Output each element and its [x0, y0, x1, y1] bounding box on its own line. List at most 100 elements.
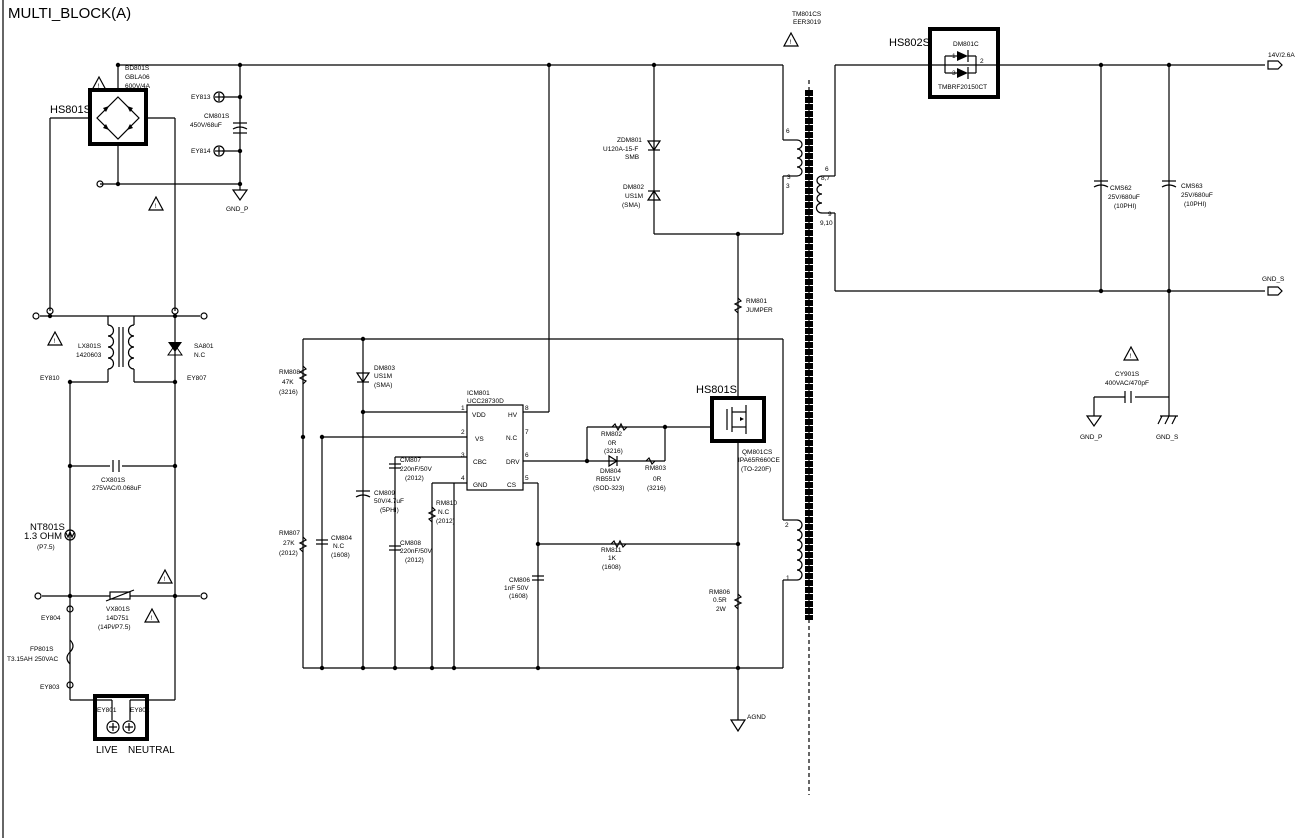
svg-text:5: 5 [525, 475, 529, 482]
svg-text:TMBRF20150CT: TMBRF20150CT [938, 84, 987, 91]
svg-text:ZDM801: ZDM801 [617, 137, 642, 144]
resistor-rm807: RM807 27K (2012) [279, 530, 308, 557]
svg-text:1nF 50V: 1nF 50V [504, 585, 529, 592]
svg-text:3: 3 [787, 174, 791, 181]
svg-text:220nF/50V: 220nF/50V [400, 548, 432, 555]
output-port-14v: 14V/2.6A [1267, 52, 1295, 70]
svg-text:9: 9 [828, 211, 832, 218]
ground-gnd-p-top: GND_P [226, 189, 248, 213]
svg-text:CMS63: CMS63 [1181, 183, 1203, 190]
svg-text:U120A-15-F: U120A-15-F [603, 146, 638, 153]
svg-text:25V/680uF: 25V/680uF [1181, 192, 1213, 199]
ey804-label: EY804 [41, 615, 61, 622]
capacitor-cm809: CM809 50V/4.7uF (5PHI) [355, 490, 404, 514]
svg-text:CY901S: CY901S [1115, 371, 1140, 378]
svg-text:IPA65R660CE: IPA65R660CE [738, 457, 780, 464]
svg-text:CM809: CM809 [374, 490, 395, 497]
svg-text:VDD: VDD [472, 412, 486, 419]
ground-gnd-s-bottom: GND_S [1156, 415, 1179, 441]
resistor-rm802: RM802 0R (3216) [601, 422, 628, 455]
svg-text:27K: 27K [283, 540, 295, 547]
test-points [32, 180, 208, 689]
svg-text:2: 2 [980, 58, 984, 65]
neutral-label: NEUTRAL [128, 745, 175, 756]
svg-text:HV: HV [508, 412, 518, 419]
svg-text:GND_P: GND_P [226, 206, 248, 213]
svg-text:DRV: DRV [506, 459, 520, 466]
svg-text:(SOD-323): (SOD-323) [593, 485, 624, 492]
svg-text:0.5R: 0.5R [713, 597, 727, 604]
svg-text:(1608): (1608) [331, 552, 350, 559]
svg-text:(3216): (3216) [279, 389, 298, 396]
svg-text:GND_S: GND_S [1156, 434, 1179, 441]
svg-text:RM810: RM810 [436, 500, 457, 507]
svg-text:(TO-220F): (TO-220F) [741, 466, 771, 473]
ey803-label: EY803 [40, 684, 60, 691]
svg-text:6: 6 [825, 166, 829, 173]
svg-text:!: ! [98, 83, 100, 90]
svg-text:(10PHI): (10PHI) [1184, 201, 1206, 208]
live-label: LIVE [96, 745, 118, 756]
svg-text:3: 3 [786, 183, 790, 190]
svg-text:DM801C: DM801C [953, 41, 979, 48]
svg-text:FP801S: FP801S [30, 646, 54, 653]
svg-text:220nF/50V: 220nF/50V [400, 466, 432, 473]
secondary-wires [822, 64, 1265, 416]
svg-text:!: ! [164, 576, 166, 583]
svg-text:CS: CS [507, 482, 517, 489]
svg-text:7: 7 [525, 429, 529, 436]
svg-text:CM806: CM806 [509, 577, 530, 584]
svg-text:(1608): (1608) [602, 564, 621, 571]
varistor-vx801s: VX801S 14D751 (14Pi/P7.5) [98, 589, 135, 631]
svg-text:QM801CS: QM801CS [742, 449, 773, 456]
resistor-rm808: RM808 47K (3216) [279, 365, 308, 396]
junction-dots [47, 62, 1172, 671]
svg-text:!: ! [155, 203, 157, 210]
svg-text:3: 3 [952, 70, 956, 77]
svg-text:(SMA): (SMA) [374, 382, 392, 389]
resistor-rm803: RM803 0R (3216) [645, 456, 666, 492]
svg-text:RM802: RM802 [601, 431, 622, 438]
svg-text:6: 6 [786, 128, 790, 135]
svg-text:3: 3 [461, 452, 465, 459]
svg-text:US1M: US1M [625, 193, 643, 200]
svg-text:SMB: SMB [625, 154, 639, 161]
svg-text:DM803: DM803 [374, 365, 395, 372]
ac-inlet-connector: EY801 EY802 [93, 694, 150, 741]
svg-text:25V/680uF: 25V/680uF [1108, 194, 1140, 201]
svg-text:GND_P: GND_P [1080, 434, 1102, 441]
svg-text:SA801: SA801 [194, 343, 214, 350]
svg-text:400VAC/470pF: 400VAC/470pF [1105, 380, 1149, 387]
svg-text:9,10: 9,10 [820, 220, 833, 227]
svg-text:VS: VS [475, 436, 484, 443]
svg-text:UCC28730D: UCC28730D [467, 398, 504, 405]
svg-text:(SMA): (SMA) [622, 202, 640, 209]
svg-text:CM804: CM804 [331, 535, 352, 542]
svg-text:(2012): (2012) [405, 557, 424, 564]
svg-text:CBC: CBC [473, 459, 487, 466]
svg-text:RM803: RM803 [645, 465, 666, 472]
svg-text:BD801S: BD801S [125, 65, 150, 72]
svg-text:!: ! [54, 338, 56, 345]
svg-text:CM801S: CM801S [204, 113, 230, 120]
svg-text:2W: 2W [716, 606, 727, 613]
svg-text:T3.15AH 250VAC: T3.15AH 250VAC [7, 656, 58, 663]
primary-wires [40, 64, 797, 720]
fuse-fp801s: FP801S T3.15AH 250VAC [7, 639, 74, 665]
svg-text:ICM801: ICM801 [467, 390, 490, 397]
svg-text:(2012): (2012) [405, 475, 424, 482]
warning-icons: ! ! ! ! ! ! ! [46, 31, 1140, 623]
svg-text:1.3 OHM: 1.3 OHM [24, 531, 62, 542]
capacitor-cx801s: CX801S 275VAC/0.068uF [92, 460, 141, 492]
svg-text:DM804: DM804 [600, 468, 621, 475]
heatsink-label-bridge: HS801S [50, 104, 91, 116]
svg-text:(1608): (1608) [509, 593, 528, 600]
diode-dm803: DM803 US1M (SMA) [355, 365, 395, 389]
rectifier-dm801c: DM801C TMBRF20150CT 1 2 3 [928, 27, 1000, 99]
capacitor-cm806: CM806 1nF 50V (1608) [504, 575, 544, 600]
bridge-rectifier-bd801s: BD801S GBLA06 600V/4A [88, 65, 151, 146]
svg-text:0R: 0R [608, 440, 617, 447]
resistor-rm811: RM811 1K (1608) [601, 539, 627, 571]
svg-text:(14Pi/P7.5): (14Pi/P7.5) [98, 624, 131, 631]
svg-text:EY802: EY802 [130, 707, 150, 714]
